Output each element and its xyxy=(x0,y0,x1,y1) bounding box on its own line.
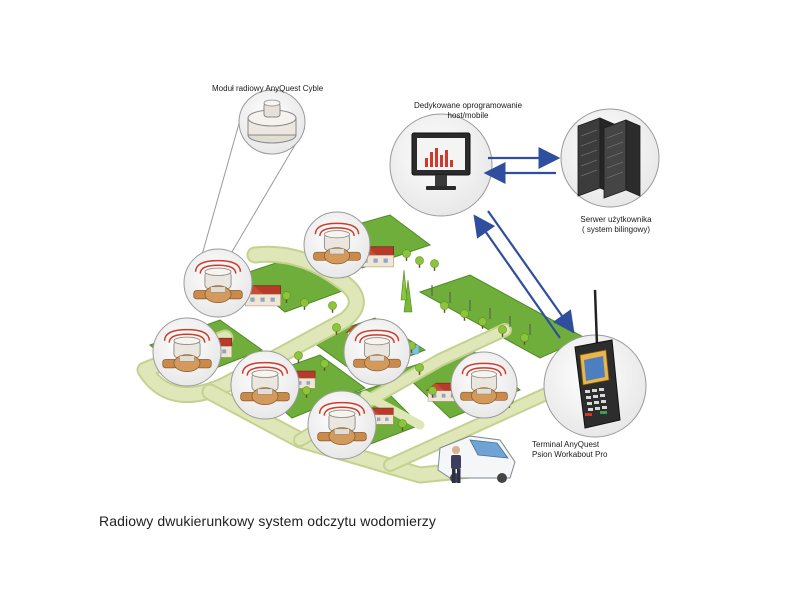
trees xyxy=(282,249,531,431)
software-label-line1: Dedykowane oprogramowanie xyxy=(413,101,523,110)
park-strip xyxy=(418,274,587,359)
radio-module-icon xyxy=(247,99,297,144)
radio-module-label: Moduł radiowy AnyQuest Cyble xyxy=(212,84,324,93)
arrow-terminal-to-software xyxy=(473,214,561,339)
meter-bubble-1 xyxy=(183,248,253,318)
terminal-label: Terminal AnyQuest Psion Workabout Pro xyxy=(532,440,622,460)
module-callout xyxy=(199,89,306,263)
fence-posts xyxy=(431,285,531,335)
server-label-line1: Serwer użytkownika xyxy=(580,215,652,224)
server-icon xyxy=(577,117,641,199)
meter-bubble-7 xyxy=(307,390,377,460)
monitor-icon xyxy=(411,132,471,190)
meter-bubbles xyxy=(152,211,518,460)
communication-arrows xyxy=(473,147,575,339)
handheld-terminal-icon xyxy=(574,289,621,429)
meter-bubble-2 xyxy=(303,211,371,279)
meter-reader-person xyxy=(451,446,461,483)
meter-bubble-4 xyxy=(343,318,411,386)
terminal-label-line2: Psion Workabout Pro xyxy=(532,450,608,459)
software-label: Dedykowane oprogramowanie host/mobile xyxy=(408,101,528,121)
figure-caption: Radiowy dwukierunkowy system odczytu wod… xyxy=(99,513,436,529)
meter-bubble-6 xyxy=(450,351,518,419)
software-bubble xyxy=(389,113,493,217)
meter-bubble-5 xyxy=(230,350,300,420)
terminal-bubble xyxy=(543,289,647,438)
server-label: Serwer użytkownika ( system bilingowy) xyxy=(572,215,660,235)
terminal-label-line1: Terminal AnyQuest xyxy=(532,440,600,449)
server-bubble xyxy=(560,108,660,208)
arrow-software-to-terminal xyxy=(487,210,575,334)
software-label-line2: host/mobile xyxy=(447,111,489,120)
server-label-line2: ( system bilingowy) xyxy=(581,225,650,234)
meter-bubble-3 xyxy=(152,317,222,387)
